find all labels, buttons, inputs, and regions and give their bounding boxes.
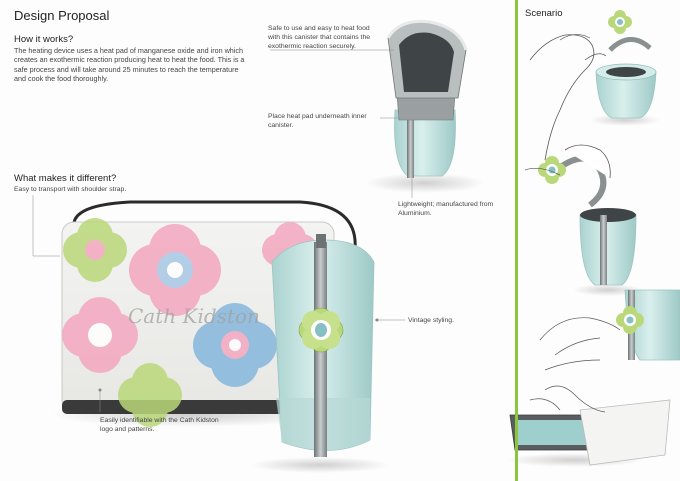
brand-logo: Cath Kidston	[128, 304, 260, 328]
bag	[50, 200, 362, 427]
heatpad-note: Place heat pad underneath inner canister…	[268, 113, 367, 129]
front-canister	[32, 195, 405, 473]
logo-note: Easily identifiable with the Cath Kidsto…	[100, 417, 219, 433]
scenario-title: Scenario	[525, 8, 563, 19]
scenario-divider	[515, 0, 518, 481]
page-title: Design Proposal	[14, 8, 110, 23]
scenario-sketches	[505, 10, 680, 467]
lightweight-note: Lightweight; manufactured from Aluminium…	[398, 201, 494, 217]
strap-note: Easy to transport with shoulder strap.	[14, 186, 127, 193]
exploded-canister	[270, 19, 485, 198]
vintage-note: Vintage styling.	[408, 317, 454, 324]
flower-badge-icon	[298, 307, 344, 353]
how-it-works-text: The heating device uses a heat pad of ma…	[14, 46, 245, 84]
safe-note: Safe to use and easy to heat food with t…	[268, 25, 371, 50]
how-it-works-heading: How it works?	[14, 34, 74, 45]
what-different-heading: What makes it different?	[14, 173, 117, 184]
